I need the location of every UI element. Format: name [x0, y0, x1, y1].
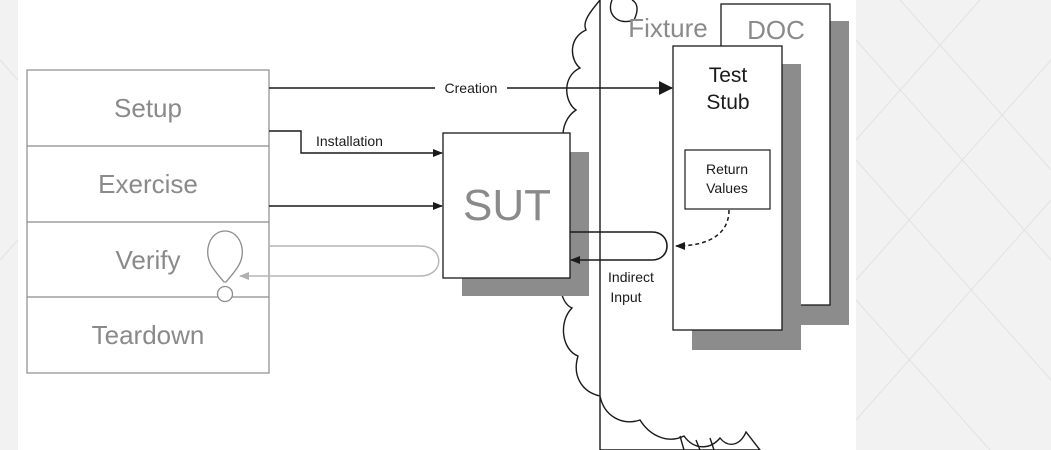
phase-verify: Verify [115, 245, 180, 275]
indirect-input-line1: Indirect [608, 269, 654, 285]
return-values-dashed-arrow [675, 209, 730, 250]
indirect-input-arrow [570, 231, 668, 264]
indirect-input-line2: Input [610, 289, 641, 305]
return-values-line1: Return [706, 161, 748, 177]
test-stub-label-line1: Test [709, 64, 748, 87]
verify-loop-arrow [239, 245, 440, 280]
sut-box [442, 132, 571, 279]
sut-label: SUT [463, 181, 551, 230]
phase-teardown: Teardown [92, 320, 205, 350]
return-values-line2: Values [706, 180, 748, 196]
doc-label: DOC [747, 15, 805, 45]
phase-setup: Setup [114, 93, 182, 123]
return-values-box [684, 149, 771, 210]
fixture-cloud-edge [609, 0, 638, 23]
phase-exercise: Exercise [98, 169, 198, 199]
lightbulb-icon [207, 230, 243, 303]
installation-arrow [269, 130, 443, 157]
fixture-label: Fixture [628, 13, 707, 43]
test-stub-label-line2: Stub [706, 91, 749, 114]
creation-label: Creation [445, 80, 498, 96]
creation-label-bg [435, 79, 507, 96]
cloud-tail [679, 435, 715, 450]
installation-label: Installation [316, 133, 383, 149]
